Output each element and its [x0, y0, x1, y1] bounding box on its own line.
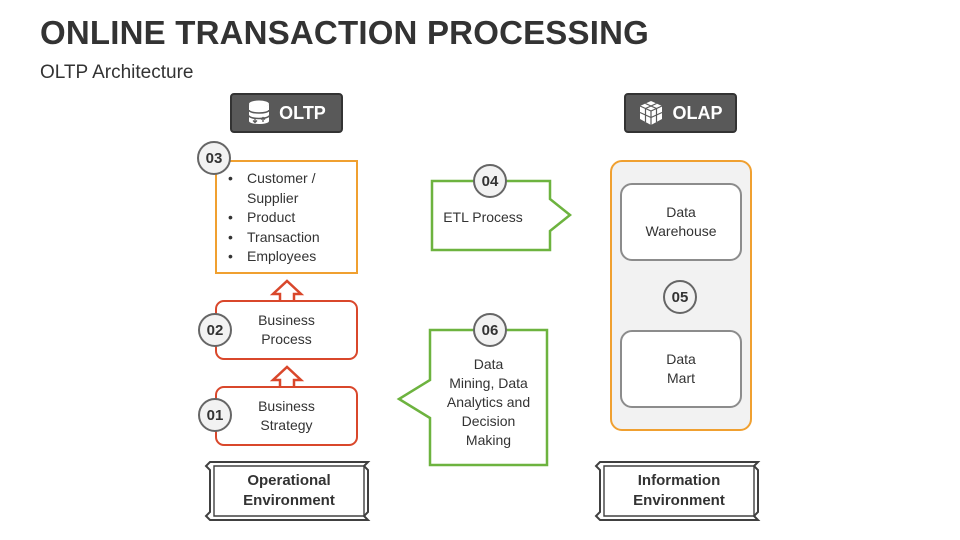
step-03-number: 03	[197, 141, 231, 175]
cubes-icon	[638, 100, 664, 126]
operational-environment-label: Operational Environment	[214, 471, 364, 511]
step-03-box: Customer / Supplier Product Transaction …	[215, 160, 358, 274]
step-03-list: Customer / Supplier Product Transaction …	[217, 162, 356, 267]
page-subtitle: OLTP Architecture	[40, 62, 194, 83]
step-04-label: ETL Process	[443, 208, 523, 225]
data-warehouse-line2: Warehouse	[645, 223, 717, 239]
oltp-header-label: OLTP	[279, 102, 326, 123]
etl-arrow-shape	[430, 179, 573, 252]
step-02-box: Business Process	[215, 300, 358, 360]
step-05-number: 05	[663, 280, 697, 314]
step-06-number: 06	[473, 313, 507, 347]
up-arrow-01-02	[269, 365, 305, 386]
oltp-header: OLTP	[230, 93, 343, 133]
step-06-line: Making	[465, 432, 512, 448]
data-mart-box: Data Mart	[620, 330, 742, 408]
database-icon	[247, 100, 271, 126]
list-item: Product	[228, 208, 356, 228]
step-01-number: 01	[198, 398, 232, 432]
list-item: Employees	[228, 247, 356, 267]
information-env-line1: Information	[637, 472, 721, 489]
information-environment-label: Information Environment	[604, 471, 754, 511]
step-04-number: 04	[473, 164, 507, 198]
step-06-line: Data	[473, 356, 504, 372]
data-mart-line2: Mart	[667, 370, 695, 386]
list-item: Transaction	[228, 228, 356, 248]
step-02-line1: Business	[258, 312, 315, 328]
step-02-line2: Process	[261, 331, 312, 347]
list-item: Customer /	[228, 169, 356, 189]
step-01-line1: Business	[258, 398, 315, 414]
step-06-line: Decision	[461, 413, 516, 429]
list-item-continuation: Supplier	[247, 189, 299, 206]
data-warehouse-line1: Data	[666, 204, 696, 220]
olap-header: OLAP	[624, 93, 737, 133]
page-title: ONLINE TRANSACTION PROCESSING	[40, 14, 650, 51]
step-06-line: Analytics and	[446, 394, 531, 410]
data-mart-line1: Data	[666, 351, 696, 367]
step-01-line2: Strategy	[260, 417, 313, 433]
step-06-label: Data Mining, Data Analytics and Decision…	[432, 355, 545, 450]
step-01-box: Business Strategy	[215, 386, 358, 446]
operational-env-line2: Environment	[243, 492, 335, 509]
olap-header-label: OLAP	[672, 102, 723, 123]
operational-env-line1: Operational	[247, 472, 331, 489]
mining-arrow-shape	[396, 328, 549, 467]
step-06-line: Mining, Data	[449, 375, 528, 391]
data-warehouse-box: Data Warehouse	[620, 183, 742, 261]
information-env-line2: Environment	[633, 492, 725, 509]
step-02-number: 02	[198, 313, 232, 347]
up-arrow-02-03	[269, 279, 305, 300]
